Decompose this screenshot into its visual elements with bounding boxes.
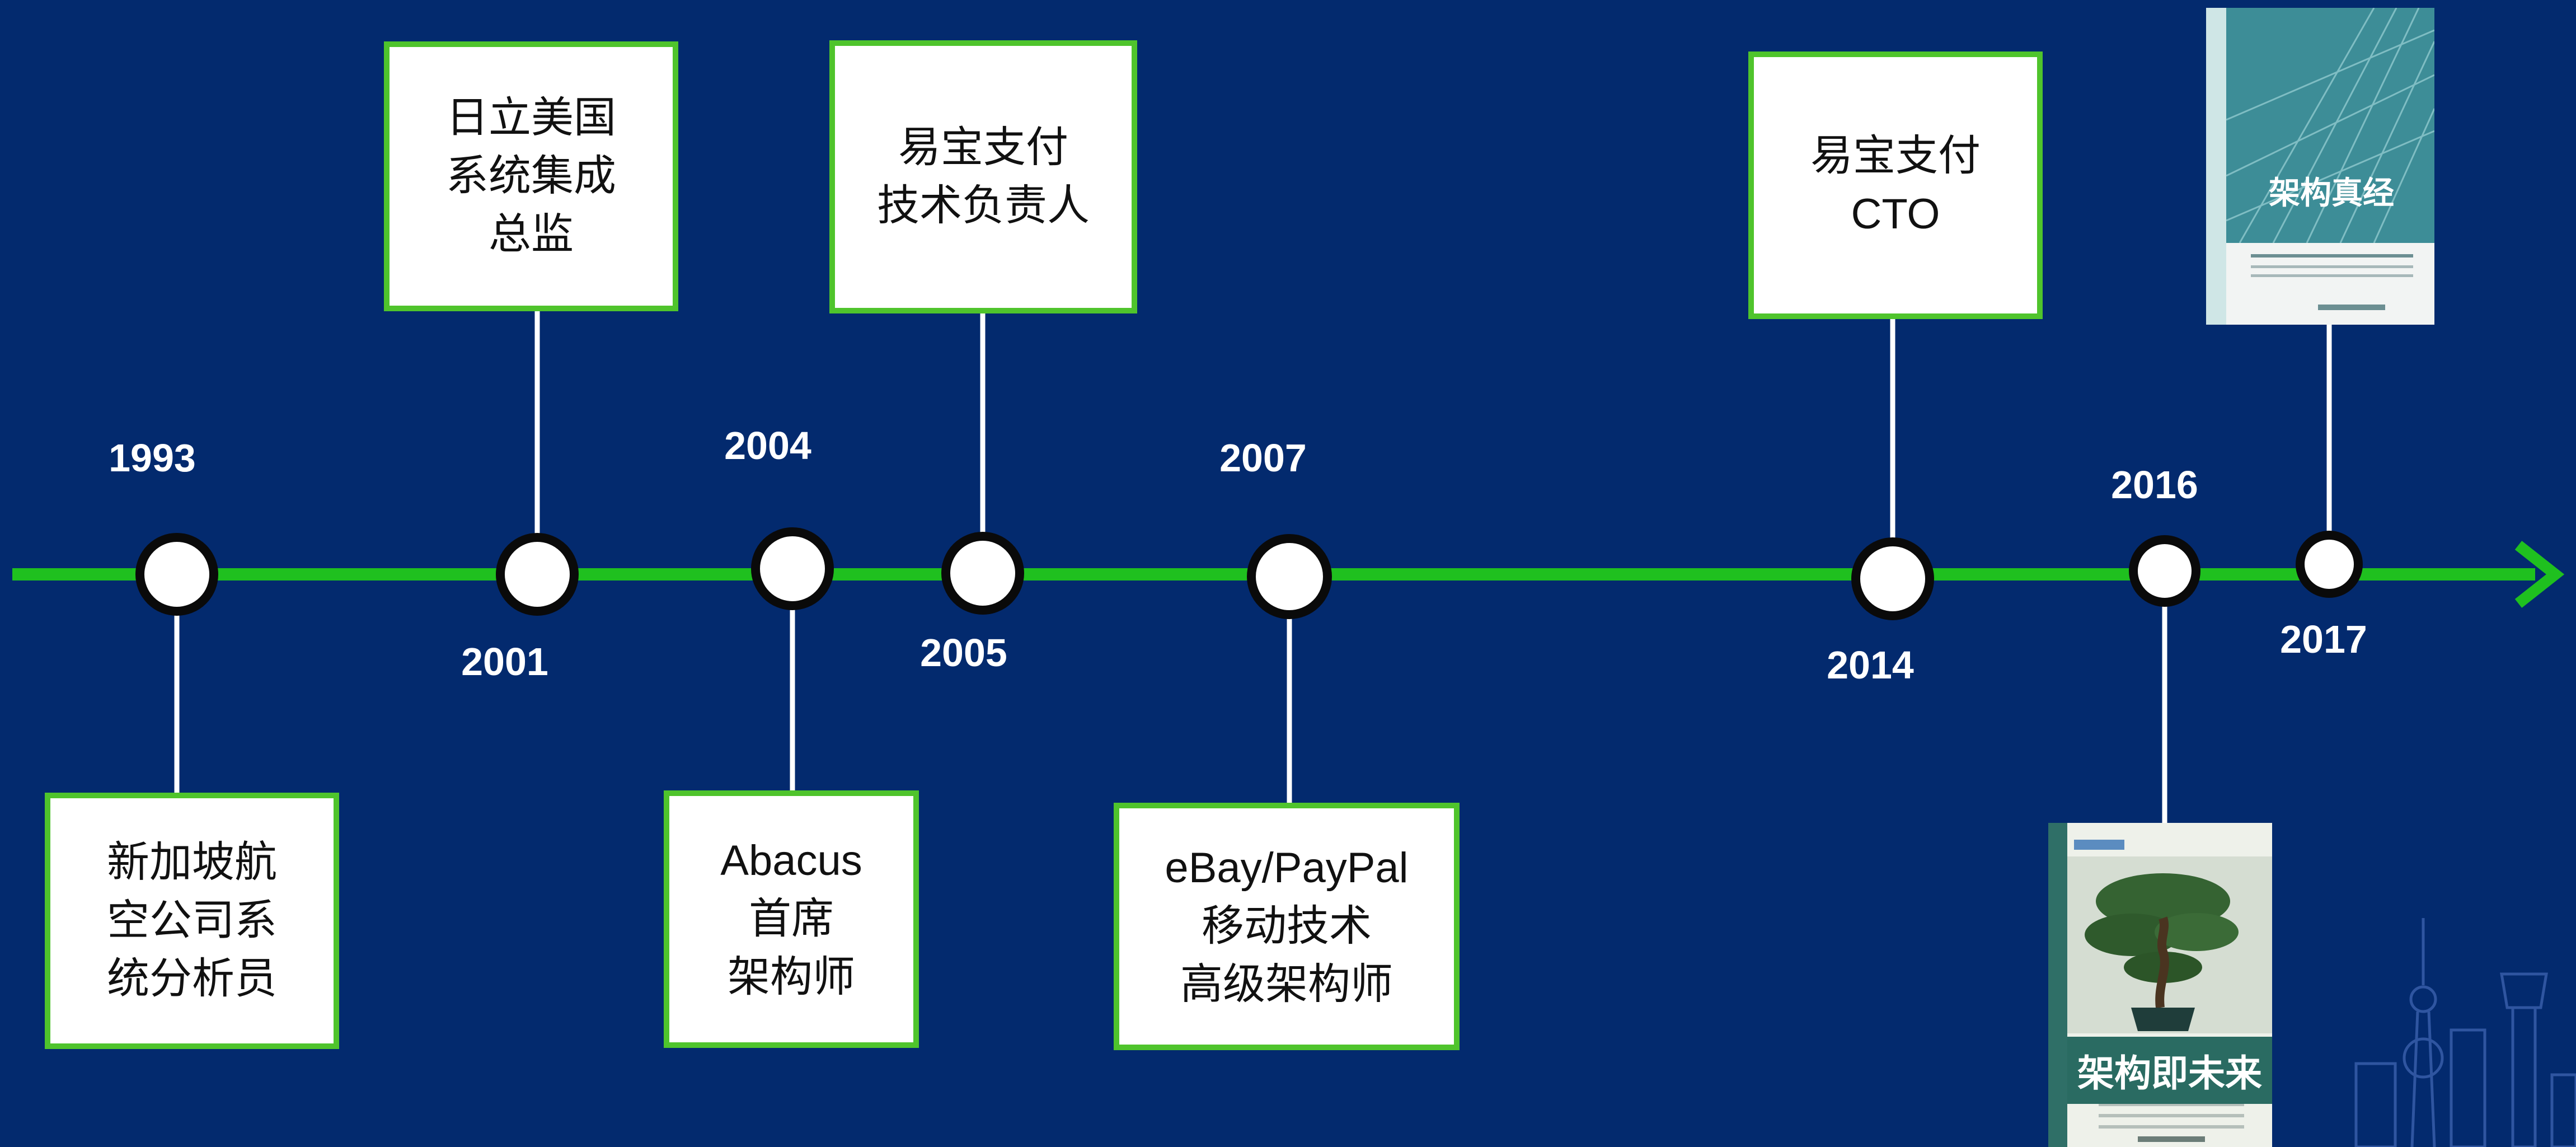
role-card-line: 系统集成 xyxy=(446,152,616,200)
role-card-2001: 日立美国 系统集成 总监 xyxy=(384,41,678,311)
year-label-2005: 2005 xyxy=(920,631,1007,675)
timeline-node-2004 xyxy=(751,527,834,610)
role-card-2005: 易宝支付 技术负责人 xyxy=(829,40,1137,313)
book-cover-bonsai-icon: 架构即未来 xyxy=(2048,823,2272,1147)
book-title: 架构即未来 xyxy=(2067,1037,2272,1104)
timeline-node-2016 xyxy=(2129,535,2200,607)
role-card-line: 高级架构师 xyxy=(1180,961,1393,1008)
skyscraper-illustration xyxy=(2206,8,2434,325)
role-card-line: 首席 xyxy=(749,895,834,943)
role-card-line: 技术负责人 xyxy=(877,182,1090,230)
year-label-2004: 2004 xyxy=(724,424,811,467)
city-skyline-watermark-icon xyxy=(2354,918,2576,1147)
role-card-line: 新加坡航 xyxy=(107,839,277,886)
timeline-node-2017 xyxy=(2296,531,2363,598)
role-card-2014: 易宝支付 CTO xyxy=(1748,52,2043,319)
role-card-line: CTO xyxy=(1851,190,1940,238)
year-label-2007: 2007 xyxy=(1219,436,1307,480)
year-label-2014: 2014 xyxy=(1827,643,1914,687)
timeline-node-2014 xyxy=(1851,537,1934,620)
timeline-node-2001 xyxy=(496,533,579,616)
role-card-2007: eBay/PayPal 移动技术 高级架构师 xyxy=(1114,803,1460,1050)
year-label-2016: 2016 xyxy=(2111,463,2198,507)
book-cover-skyscraper-icon: 架构真经 xyxy=(2206,8,2434,325)
year-label-2001: 2001 xyxy=(461,640,548,683)
role-card-line: 统分析员 xyxy=(107,955,277,1003)
role-card-1993: 新加坡航 空公司系 统分析员 xyxy=(45,793,339,1049)
role-card-line: 架构师 xyxy=(728,953,855,1001)
role-card-line: eBay/PayPal xyxy=(1165,844,1409,892)
role-card-line: Abacus xyxy=(720,837,862,884)
role-card-line: 易宝支付 xyxy=(1810,132,1981,180)
year-label-2017: 2017 xyxy=(2280,617,2367,661)
role-card-line: 移动技术 xyxy=(1202,902,1372,950)
timeline-node-2007 xyxy=(1247,534,1332,619)
role-card-line: 易宝支付 xyxy=(898,124,1068,171)
role-card-line: 总监 xyxy=(489,210,574,258)
timeline-node-2005 xyxy=(941,532,1024,615)
timeline-nodes xyxy=(135,527,2363,620)
arrow-right-icon xyxy=(2514,541,2565,608)
book-title: 架构真经 xyxy=(2269,175,2394,212)
role-card-line: 空公司系 xyxy=(107,897,277,944)
timeline-node-1993 xyxy=(135,533,218,616)
year-label-1993: 1993 xyxy=(109,436,196,480)
role-card-2004: Abacus 首席 架构师 xyxy=(664,790,919,1048)
role-card-line: 日立美国 xyxy=(446,94,616,142)
